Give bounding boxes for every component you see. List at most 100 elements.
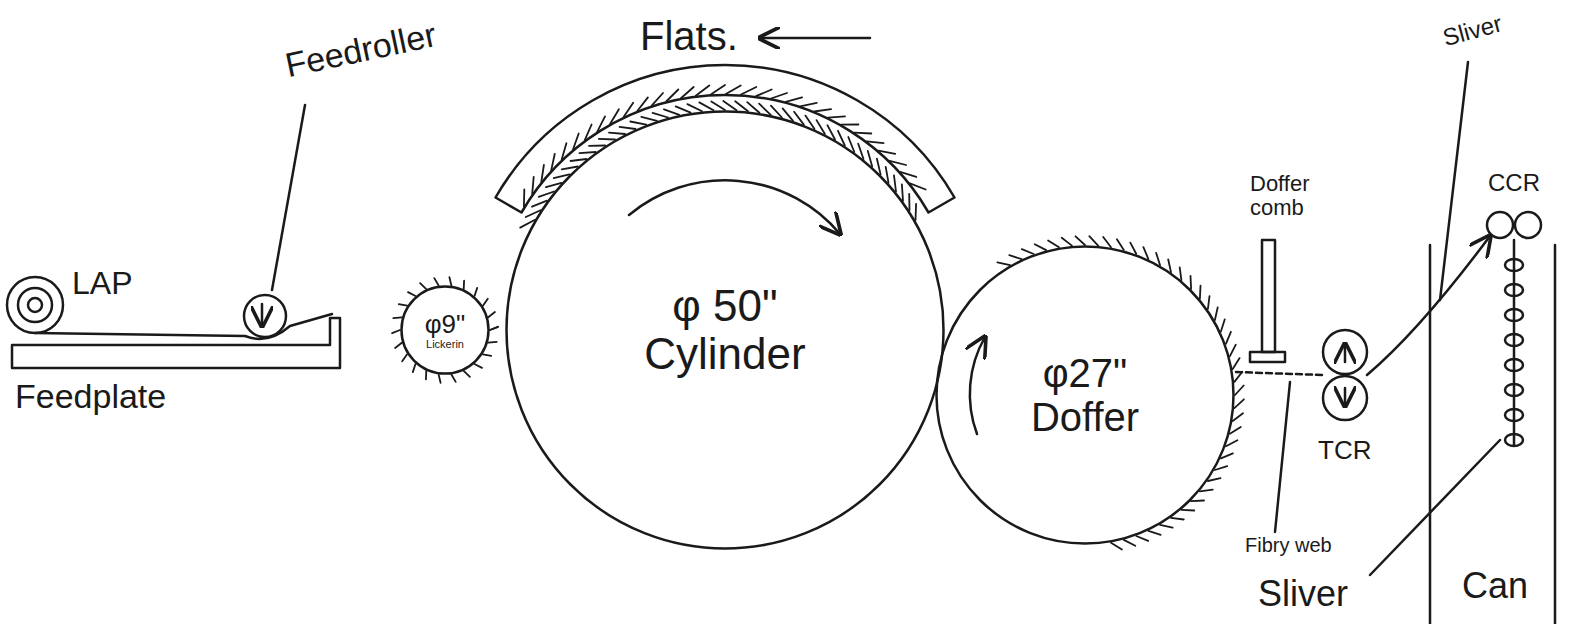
wire-tick [551, 154, 555, 171]
wire-tick [696, 86, 710, 96]
wire-tick [910, 183, 926, 189]
wire-tick [641, 117, 657, 121]
wire-tick [664, 109, 679, 115]
wire-tick [741, 87, 756, 95]
roller-name: Lickerin [426, 338, 464, 350]
wire-tick [756, 90, 772, 97]
wire-tick [699, 102, 713, 110]
roller-label: φ27" Doffer [1000, 351, 1170, 439]
wire-tick [420, 283, 426, 289]
wire-tick [1234, 399, 1244, 408]
wire-tick [726, 86, 741, 95]
wire-tick [1035, 244, 1047, 250]
wire-tick [523, 190, 525, 207]
wire-tick [562, 167, 578, 170]
sliver [1367, 236, 1490, 375]
wire-tick [451, 375, 455, 382]
wire-tick [1226, 440, 1237, 446]
trumpet-calender-rollers [1323, 330, 1367, 420]
wire-tick [879, 151, 896, 154]
wire-tick [1190, 276, 1192, 289]
wire-tick [413, 364, 416, 372]
wire-tick [599, 138, 615, 140]
wire-tick [392, 330, 400, 333]
rotation-arrow [629, 180, 840, 234]
wire-tick [1200, 490, 1213, 492]
cylinder-roller: φ 50" Cylinder [505, 110, 945, 550]
wire-tick [1124, 540, 1136, 546]
part-name: Doffer comb [1250, 172, 1340, 220]
wire-tick [1234, 372, 1242, 382]
flats-direction-arrow [760, 37, 870, 40]
wire-tick [841, 124, 858, 126]
part-name: Flats. [640, 14, 738, 58]
wire-tick [1226, 332, 1231, 344]
flats-band [496, 65, 955, 213]
doffer-comb [1250, 240, 1285, 362]
card-wire [392, 85, 1244, 550]
wire-tick [1089, 236, 1098, 246]
wire-tick [393, 316, 402, 319]
wire-tick [573, 134, 579, 150]
wire-tick [711, 85, 725, 94]
wire-tick [1076, 236, 1086, 245]
wire-tick [1208, 296, 1210, 309]
wire-tick [771, 93, 787, 99]
wire-tick [490, 327, 498, 330]
wire-tick [449, 277, 451, 285]
wire-tick [638, 97, 648, 110]
wire-tick [597, 116, 605, 131]
wire-tick [854, 132, 871, 135]
wire-tick [532, 177, 534, 194]
wire-tick [1156, 253, 1160, 265]
wire-tick [630, 122, 646, 125]
wire-tick [1143, 247, 1148, 259]
wire-tick [902, 185, 903, 201]
part-name: LAP [72, 266, 132, 301]
wire-tick [1111, 543, 1122, 550]
leader-line [1275, 382, 1290, 532]
wire-tick [1171, 518, 1184, 520]
wire-tick [894, 176, 896, 192]
wire-tick [867, 141, 884, 143]
wire-tick [1230, 427, 1241, 434]
doffer-roller: φ27" Doffer [935, 245, 1235, 545]
wire-tick [541, 165, 544, 182]
sliver-can [1430, 245, 1555, 624]
wire-tick [1148, 531, 1160, 535]
part-name: Sliver [1440, 10, 1505, 51]
leader-line [1370, 440, 1500, 575]
wire-tick [1180, 267, 1182, 280]
part-name: Fibry web [1245, 534, 1332, 556]
wire-tick [676, 106, 691, 112]
wire-tick [624, 103, 634, 117]
wire-tick [425, 371, 427, 380]
fibrous-web [1236, 372, 1323, 375]
wire-tick [490, 327, 498, 330]
wire-tick [1233, 358, 1240, 369]
wire-tick [681, 87, 694, 98]
wire-tick [666, 90, 678, 102]
wire-tick [488, 341, 497, 344]
wire-tick [562, 143, 567, 159]
wire-tick [786, 97, 802, 102]
wire-tick [908, 194, 910, 210]
wire-tick [1103, 237, 1111, 247]
rotation-arrow [970, 337, 985, 434]
licker-in-roller: φ9"Lickerin [400, 285, 490, 375]
roller-label: φ 50" Cylinder [620, 282, 830, 379]
wire-tick [571, 159, 587, 161]
wire-tick [589, 145, 605, 147]
wire-tick [488, 312, 495, 317]
wire-tick [759, 104, 771, 115]
wire-tick [399, 304, 407, 306]
wire-tick [1022, 249, 1034, 254]
wire-tick [609, 133, 625, 134]
wire-tick [610, 109, 619, 124]
wire-tick [890, 161, 907, 165]
wire-tick [1221, 453, 1233, 458]
part-name: Can [1462, 566, 1528, 606]
wire-tick [687, 104, 702, 111]
wire-tick [402, 354, 407, 361]
